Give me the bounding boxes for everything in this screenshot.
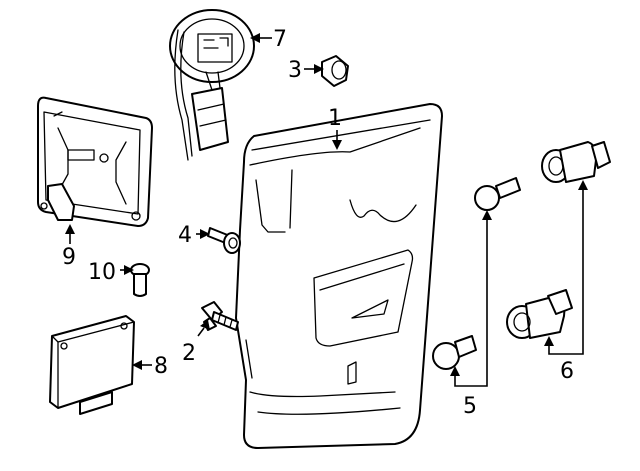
callout-1: 1	[328, 106, 342, 131]
socket-lower	[506, 289, 573, 339]
callout-6: 6	[560, 359, 574, 384]
leader-lines	[65, 33, 588, 387]
small-bulb-lower	[432, 335, 477, 370]
callout-7: 7	[273, 27, 287, 52]
small-bulb-upper	[474, 177, 521, 211]
callout-8: 8	[154, 354, 168, 379]
screw	[207, 227, 241, 254]
nut	[321, 55, 349, 87]
control-module	[49, 315, 135, 415]
small-bolt	[130, 263, 150, 297]
callout-4: 4	[178, 223, 192, 248]
tail-lamp-housing	[235, 103, 443, 449]
callout-5: 5	[463, 394, 477, 419]
mounting-bracket	[37, 96, 153, 227]
callout-9: 9	[62, 245, 76, 270]
wiring-harness-connector	[169, 9, 255, 161]
bolt	[201, 301, 239, 331]
callout-3: 3	[288, 58, 302, 83]
callout-2: 2	[182, 341, 196, 366]
callout-10: 10	[88, 260, 116, 285]
socket-upper	[541, 141, 611, 183]
